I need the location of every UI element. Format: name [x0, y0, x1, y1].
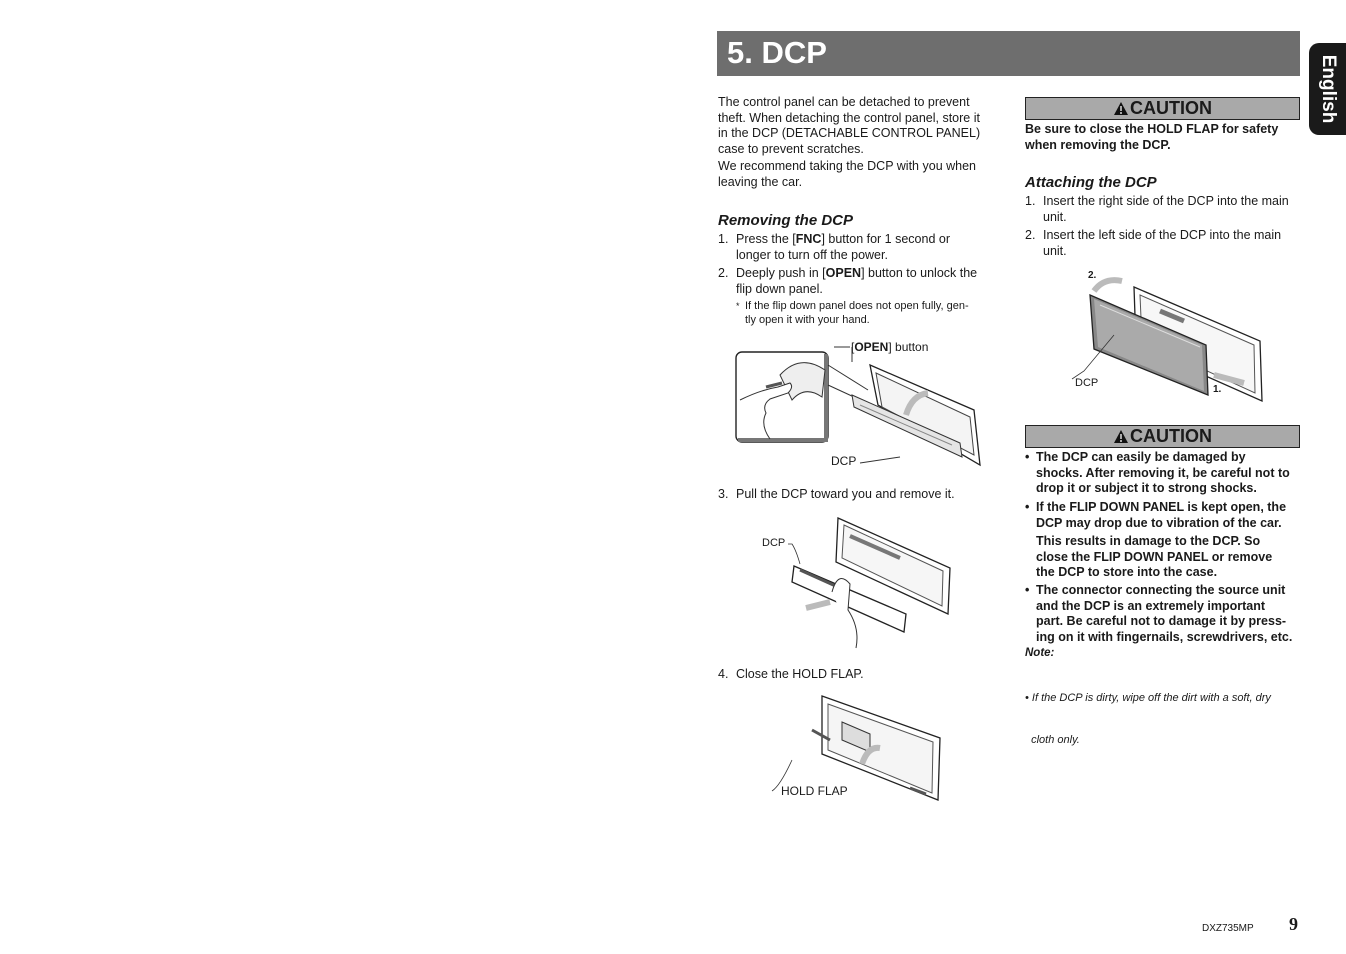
figure2-dcp-label: DCP: [762, 537, 786, 549]
removing-heading: Removing the DCP: [718, 212, 854, 229]
language-tab-label: English: [1317, 54, 1339, 124]
step-number: 4.: [718, 667, 729, 681]
hold-flap-label: HOLD FLAP: [781, 784, 848, 798]
callout-rest: ] button: [888, 340, 929, 354]
caution-box-2: CAUTION: [1025, 425, 1300, 448]
bullet-line: The connector connecting the source unit: [1036, 583, 1286, 597]
attaching-step-2: 2. Insert the left side of the DCP into …: [1025, 228, 1305, 260]
step-number: 2.: [718, 266, 729, 280]
figure-hold-flap: [771, 695, 941, 801]
note-text: • If the DCP is dirty, wipe off the dirt…: [1025, 663, 1271, 761]
bullet-line: shocks. After removing it, be careful no…: [1036, 465, 1290, 480]
step-number: 1.: [1025, 194, 1036, 208]
warning-icon: [1114, 430, 1128, 443]
removing-step-2: 2. Deeply push in [OPEN] button to unloc…: [718, 266, 998, 298]
section-title: 5. DCP: [727, 35, 827, 70]
bullet-dot: •: [1025, 450, 1030, 464]
bullet-line: part. Be careful not to damage it by pre…: [1036, 614, 1287, 628]
step-text: Close the HOLD FLAP.: [736, 667, 864, 681]
open-button-callout: [OPEN] button: [851, 340, 928, 354]
bullet-line: the DCP to store into the case.: [1036, 565, 1218, 579]
intro-line: theft. When detaching the control panel,…: [718, 110, 980, 125]
bullet-line: The DCP can easily be damaged by: [1036, 450, 1246, 464]
caution-2-bullet-2: • If the FLIP DOWN PANEL is kept open, t…: [1025, 500, 1305, 532]
bullet-dot: •: [1025, 500, 1030, 514]
page-number: 9: [1289, 914, 1298, 934]
section-title-banner: 5. DCP: [717, 31, 1300, 76]
step-line: longer to turn off the power.: [736, 247, 888, 262]
step-line: flip down panel.: [736, 281, 823, 296]
caution-1-text: Be sure to close the HOLD FLAP for safet…: [1025, 122, 1305, 153]
bullet-dot: •: [1025, 583, 1030, 597]
step-line: unit.: [1043, 243, 1067, 258]
removing-step-4: 4. Close the HOLD FLAP.: [718, 667, 998, 683]
attach-figure-step-2-label: 2.: [1088, 270, 1097, 281]
callout-bold: OPEN: [854, 340, 889, 354]
step-line: Insert the right side of the DCP into th…: [1043, 194, 1289, 208]
note-asterisk: *: [736, 301, 740, 311]
removing-step-1: 1. Press the [FNC] button for 1 second o…: [718, 232, 998, 264]
intro-line: The control panel can be detached to pre…: [718, 95, 970, 109]
attaching-heading: Attaching the DCP: [1025, 174, 1157, 191]
step-line: Press the [FNC] button for 1 second or: [736, 232, 951, 246]
attach-figure-step-1-label: 1.: [1213, 384, 1222, 395]
warning-icon: [1114, 102, 1128, 115]
intro-line: case to prevent scratches.: [718, 141, 864, 156]
step-text: Pull the DCP toward you and remove it.: [736, 487, 955, 501]
figure-open-button: [735, 346, 981, 467]
caution-2-bullet-3: • The connector connecting the source un…: [1025, 583, 1305, 646]
bullet-line: and the DCP is an extremely important: [1036, 598, 1265, 613]
callout-bracket: [: [851, 340, 855, 354]
caution-title: CAUTION: [1130, 426, 1212, 446]
figure-attach-dcp: [1071, 277, 1263, 403]
caution-line: when removing the DCP.: [1025, 137, 1171, 152]
model-number: DXZ735MP: [1202, 923, 1254, 934]
step-number: 1.: [718, 232, 729, 246]
step-line: unit.: [1043, 209, 1067, 224]
intro-line: in the DCP (DETACHABLE CONTROL PANEL): [718, 126, 981, 140]
removing-step-3: 3. Pull the DCP toward you and remove it…: [718, 487, 998, 503]
caution-box-1: CAUTION: [1025, 97, 1300, 120]
caution-title: CAUTION: [1130, 98, 1212, 118]
intro-line: We recommend taking the DCP with you whe…: [718, 159, 976, 173]
bullet-line: This results in damage to the DCP. So: [1036, 534, 1261, 548]
bullet-line: drop it or subject it to strong shocks.: [1036, 481, 1257, 495]
caution-2-bullet-2-continuation: This results in damage to the DCP. So cl…: [1036, 534, 1306, 581]
step-number: 3.: [718, 487, 729, 501]
bullet-line: DCP may drop due to vibration of the car…: [1036, 515, 1282, 530]
attaching-step-1: 1. Insert the right side of the DCP into…: [1025, 194, 1305, 226]
caution-2-bullet-1: • The DCP can easily be damaged by shock…: [1025, 450, 1305, 497]
note-line: cloth only.: [1025, 734, 1080, 746]
bullet-line: close the FLIP DOWN PANEL or remove: [1036, 549, 1273, 564]
note-line: tly open it with your hand.: [745, 313, 870, 326]
figure1-dcp-label: DCP: [831, 454, 857, 468]
note-line: • If the DCP is dirty, wipe off the dirt…: [1025, 692, 1271, 704]
intro-paragraph-2: We recommend taking the DCP with you whe…: [718, 159, 976, 190]
step-line: Insert the left side of the DCP into the…: [1043, 228, 1282, 242]
step-number: 2.: [1025, 228, 1036, 242]
bullet-line: If the FLIP DOWN PANEL is kept open, the: [1036, 500, 1287, 514]
step-line: Deeply push in [OPEN] button to unlock t…: [736, 266, 978, 280]
figure-pull-dcp: [788, 517, 951, 649]
intro-line: leaving the car.: [718, 174, 803, 189]
note-heading: Note:: [1025, 647, 1055, 659]
intro-paragraph-1: The control panel can be detached to pre…: [718, 95, 980, 157]
attach-figure-dcp-label: DCP: [1075, 377, 1099, 389]
bullet-line: ing on it with fingernails, screwdrivers…: [1036, 629, 1293, 644]
caution-line: Be sure to close the HOLD FLAP for safet…: [1025, 122, 1279, 136]
language-tab: English: [1309, 43, 1346, 135]
note-line: If the flip down panel does not open ful…: [745, 300, 969, 312]
